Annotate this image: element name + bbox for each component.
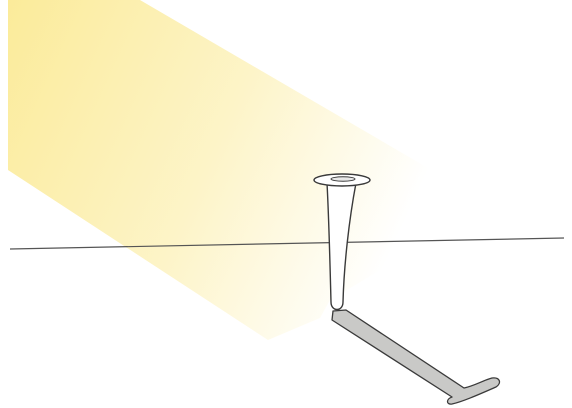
rod-top-opening <box>330 176 356 182</box>
vertical-rod <box>313 173 371 311</box>
horizon-line <box>9 237 565 250</box>
shadow-body <box>331 309 501 405</box>
rod-shadow <box>331 309 501 405</box>
rod-body <box>326 182 357 311</box>
